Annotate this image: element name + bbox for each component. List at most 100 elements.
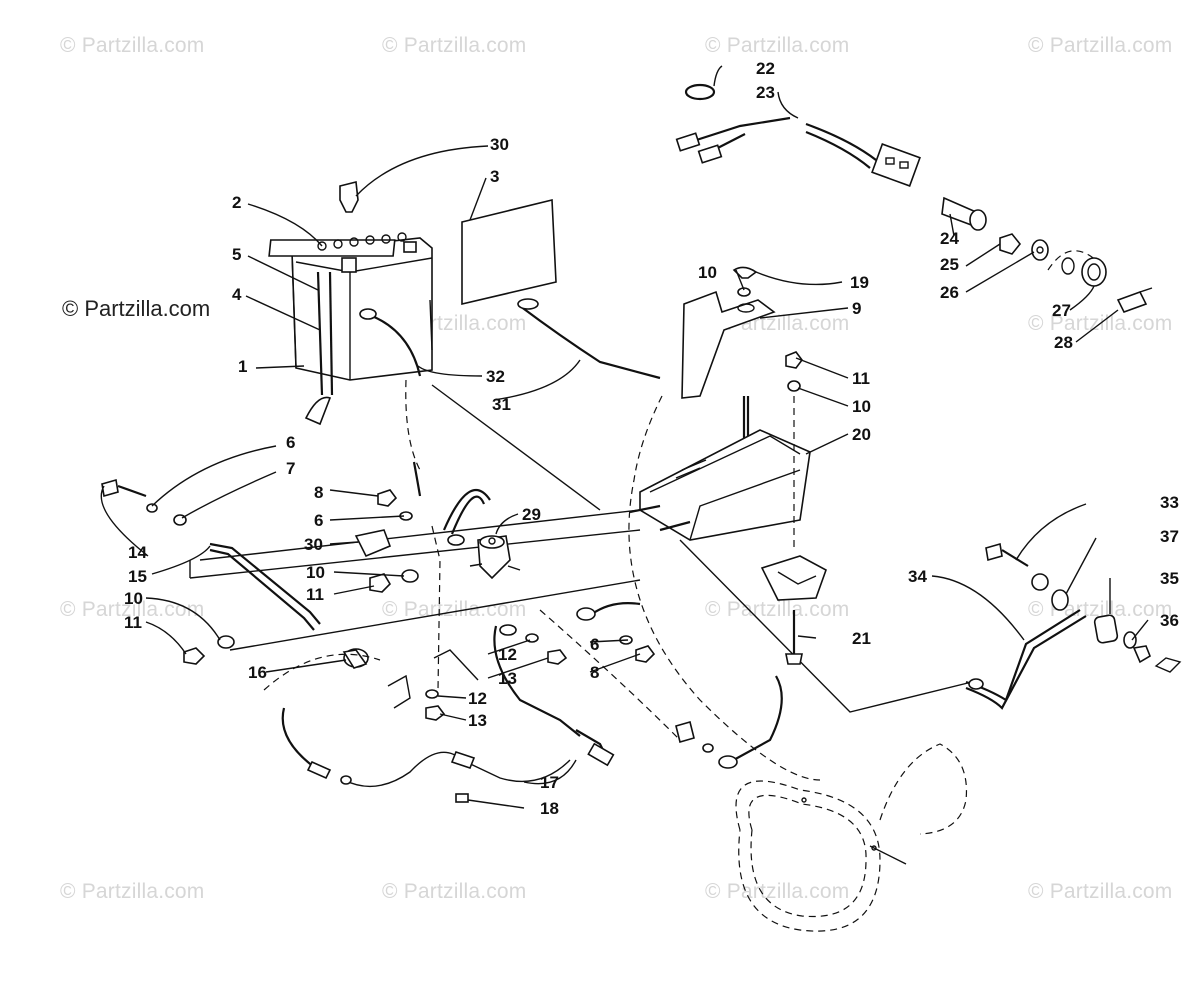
battery-tray[interactable] (639, 429, 811, 541)
callout-4: 4 (232, 285, 242, 304)
watermark: © Partzilla.com (60, 598, 205, 621)
watermark: © Partzilla.com (1028, 34, 1173, 57)
wiring-harness[interactable] (675, 116, 921, 187)
wire-lead-17[interactable] (433, 624, 615, 767)
callout-8-right: 8 (590, 663, 599, 682)
washer-26[interactable] (1031, 239, 1049, 261)
callout-36: 36 (1160, 611, 1179, 630)
mount-spacer[interactable] (760, 555, 827, 601)
callout-26: 26 (940, 283, 959, 302)
callout-6-top: 6 (286, 433, 295, 452)
callout-18: 18 (540, 799, 559, 818)
nut-11-mid[interactable] (369, 573, 392, 593)
wire-harness-left-lead[interactable] (412, 461, 422, 497)
washer-37[interactable] (1051, 589, 1069, 611)
bolt-14[interactable] (101, 478, 147, 498)
nut-36[interactable] (1132, 645, 1151, 664)
callout-5: 5 (232, 245, 241, 264)
callout-10-mid: 10 (306, 563, 325, 582)
callout-labels: 30 3 2 5 4 1 32 31 22 23 24 25 26 27 28 … (124, 59, 1179, 818)
callout-6-mid: 6 (314, 511, 323, 530)
callout-2: 2 (232, 193, 241, 212)
watermark-main: © Partzilla.com (62, 296, 211, 321)
watermark: © Partzilla.com (705, 34, 850, 57)
bolt-33[interactable] (985, 542, 1029, 567)
callout-28: 28 (1054, 333, 1073, 352)
washer-10-left[interactable] (217, 635, 235, 649)
ignition-switch[interactable] (941, 196, 987, 231)
callout-13-mid: 13 (498, 669, 517, 688)
callout-20: 20 (852, 425, 871, 444)
callout-30-top: 30 (490, 135, 509, 154)
washer-12-lower[interactable] (425, 689, 439, 699)
terminal-boot-30[interactable] (354, 529, 392, 558)
bushing-35[interactable] (1093, 614, 1119, 644)
leader-lines (100, 65, 1149, 809)
callout-10-right: 10 (852, 397, 871, 416)
solenoid-cable[interactable] (442, 489, 491, 546)
wire-clamp[interactable] (684, 83, 716, 101)
battery-cable-positive[interactable] (517, 298, 661, 380)
washer-10-mid[interactable] (401, 569, 419, 583)
callout-34: 34 (908, 567, 927, 586)
battery-pad[interactable] (461, 198, 557, 306)
battery[interactable] (268, 232, 433, 381)
watermark: © Partzilla.com (705, 598, 850, 621)
callout-12-mid: 12 (498, 645, 517, 664)
washer-36[interactable] (1123, 631, 1137, 649)
wire-lead-18[interactable] (281, 707, 571, 803)
nut-11-right[interactable] (785, 351, 803, 369)
callout-27: 27 (1052, 301, 1071, 320)
watermark: © Partzilla.com (705, 880, 850, 903)
callout-7: 7 (286, 459, 295, 478)
engine-ring[interactable] (735, 743, 968, 932)
watermark: © Partzilla.com (382, 598, 527, 621)
callout-31: 31 (492, 395, 511, 414)
callout-21: 21 (852, 629, 871, 648)
battery-strap[interactable] (304, 271, 334, 426)
callout-11-right: 11 (852, 369, 870, 388)
callout-11-mid: 11 (306, 585, 324, 604)
ignition-key[interactable] (1116, 287, 1153, 313)
callout-13-low: 13 (468, 711, 487, 730)
wing-nut[interactable] (732, 266, 758, 279)
ground-cable[interactable] (675, 675, 783, 769)
terminal-boot[interactable] (339, 181, 359, 213)
battery-bracket[interactable] (681, 290, 776, 399)
callout-33: 33 (1160, 493, 1179, 512)
washer-10-right[interactable] (787, 380, 801, 392)
lock-washer-7[interactable] (146, 503, 158, 513)
cable-end-left[interactable] (387, 674, 411, 709)
callout-29: 29 (522, 505, 541, 524)
callout-25: 25 (940, 255, 959, 274)
clip-end-right[interactable] (1154, 657, 1182, 673)
throttle-rod-34[interactable] (965, 609, 1087, 710)
watermark: © Partzilla.com (60, 880, 205, 903)
hex-nut-25[interactable] (999, 233, 1022, 255)
star-washer-37[interactable] (1031, 573, 1049, 591)
nut-8-right[interactable] (635, 645, 656, 663)
nut-13-lower[interactable] (425, 705, 446, 721)
callout-10-left: 10 (124, 589, 143, 608)
washer-10-top[interactable] (737, 287, 751, 297)
solenoid-29[interactable] (469, 535, 521, 580)
spacer-16[interactable] (342, 648, 369, 669)
ring-terminal-cable[interactable] (576, 602, 641, 621)
battery-cable-negative[interactable] (359, 308, 422, 377)
routing-dashes (263, 379, 821, 781)
callout-3: 3 (490, 167, 499, 186)
switch-bezel-27[interactable] (1047, 250, 1107, 287)
nut-8-mid[interactable] (377, 489, 398, 507)
callout-23: 23 (756, 83, 775, 102)
callout-10-top: 10 (698, 263, 717, 282)
callout-24: 24 (940, 229, 959, 248)
throttle-bracket-15[interactable] (209, 542, 321, 631)
callout-1: 1 (238, 357, 247, 376)
callout-12-low: 12 (468, 689, 487, 708)
bolt-21[interactable] (785, 610, 803, 665)
nut-11-left[interactable] (183, 647, 206, 665)
callout-15: 15 (128, 567, 147, 586)
callout-22: 22 (756, 59, 775, 78)
nut-13[interactable] (547, 649, 568, 665)
